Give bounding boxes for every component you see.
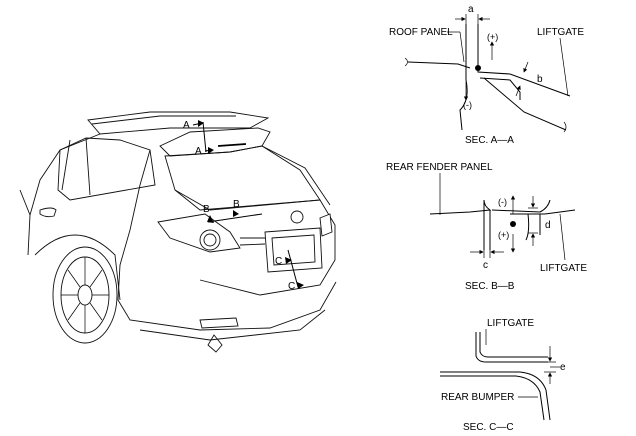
caption-sec-bb: SEC. B—B [465, 281, 515, 292]
marker-b-right: B [233, 199, 240, 217]
caption-sec-cc: SEC. C—C [463, 422, 514, 433]
section-cc: LIFTGATE e REAR BUMPER SEC. C—C [440, 318, 566, 433]
svg-text:(+): (+) [498, 230, 509, 240]
svg-text:b: b [537, 74, 543, 85]
label-liftgate-aa: LIFTGATE [537, 27, 584, 38]
svg-text:B: B [233, 199, 240, 210]
section-aa: a ROOF PANEL LIFTGATE (+) (-) b SEC. A—A [389, 4, 584, 146]
car-rear-view-illustration: A A B B C C [19, 111, 337, 353]
svg-text:e: e [560, 362, 566, 373]
marker-c-lower: C [288, 281, 304, 292]
svg-text:A: A [183, 120, 190, 131]
section-bb: REAR FENDER PANEL (-) (+) d c LIFTGATE S… [386, 162, 587, 292]
svg-text:(-): (-) [498, 197, 507, 207]
svg-text:(-): (-) [463, 100, 472, 110]
label-roof-panel: ROOF PANEL [389, 27, 453, 38]
label-liftgate-bb: LIFTGATE [540, 263, 587, 274]
label-liftgate-cc: LIFTGATE [487, 318, 534, 329]
svg-text:a: a [468, 4, 474, 15]
svg-text:d: d [545, 220, 551, 231]
label-rear-fender-panel: REAR FENDER PANEL [386, 162, 493, 173]
caption-sec-aa: SEC. A—A [465, 135, 514, 146]
svg-text:c: c [483, 260, 488, 271]
svg-text:C: C [275, 256, 282, 267]
svg-text:C: C [288, 281, 295, 292]
marker-c-upper: C [275, 256, 292, 267]
svg-text:(+): (+) [487, 32, 498, 42]
svg-text:A: A [195, 146, 202, 157]
marker-a-upper: A [183, 120, 204, 131]
label-rear-bumper: REAR BUMPER [441, 392, 514, 403]
svg-text:B: B [203, 204, 210, 215]
